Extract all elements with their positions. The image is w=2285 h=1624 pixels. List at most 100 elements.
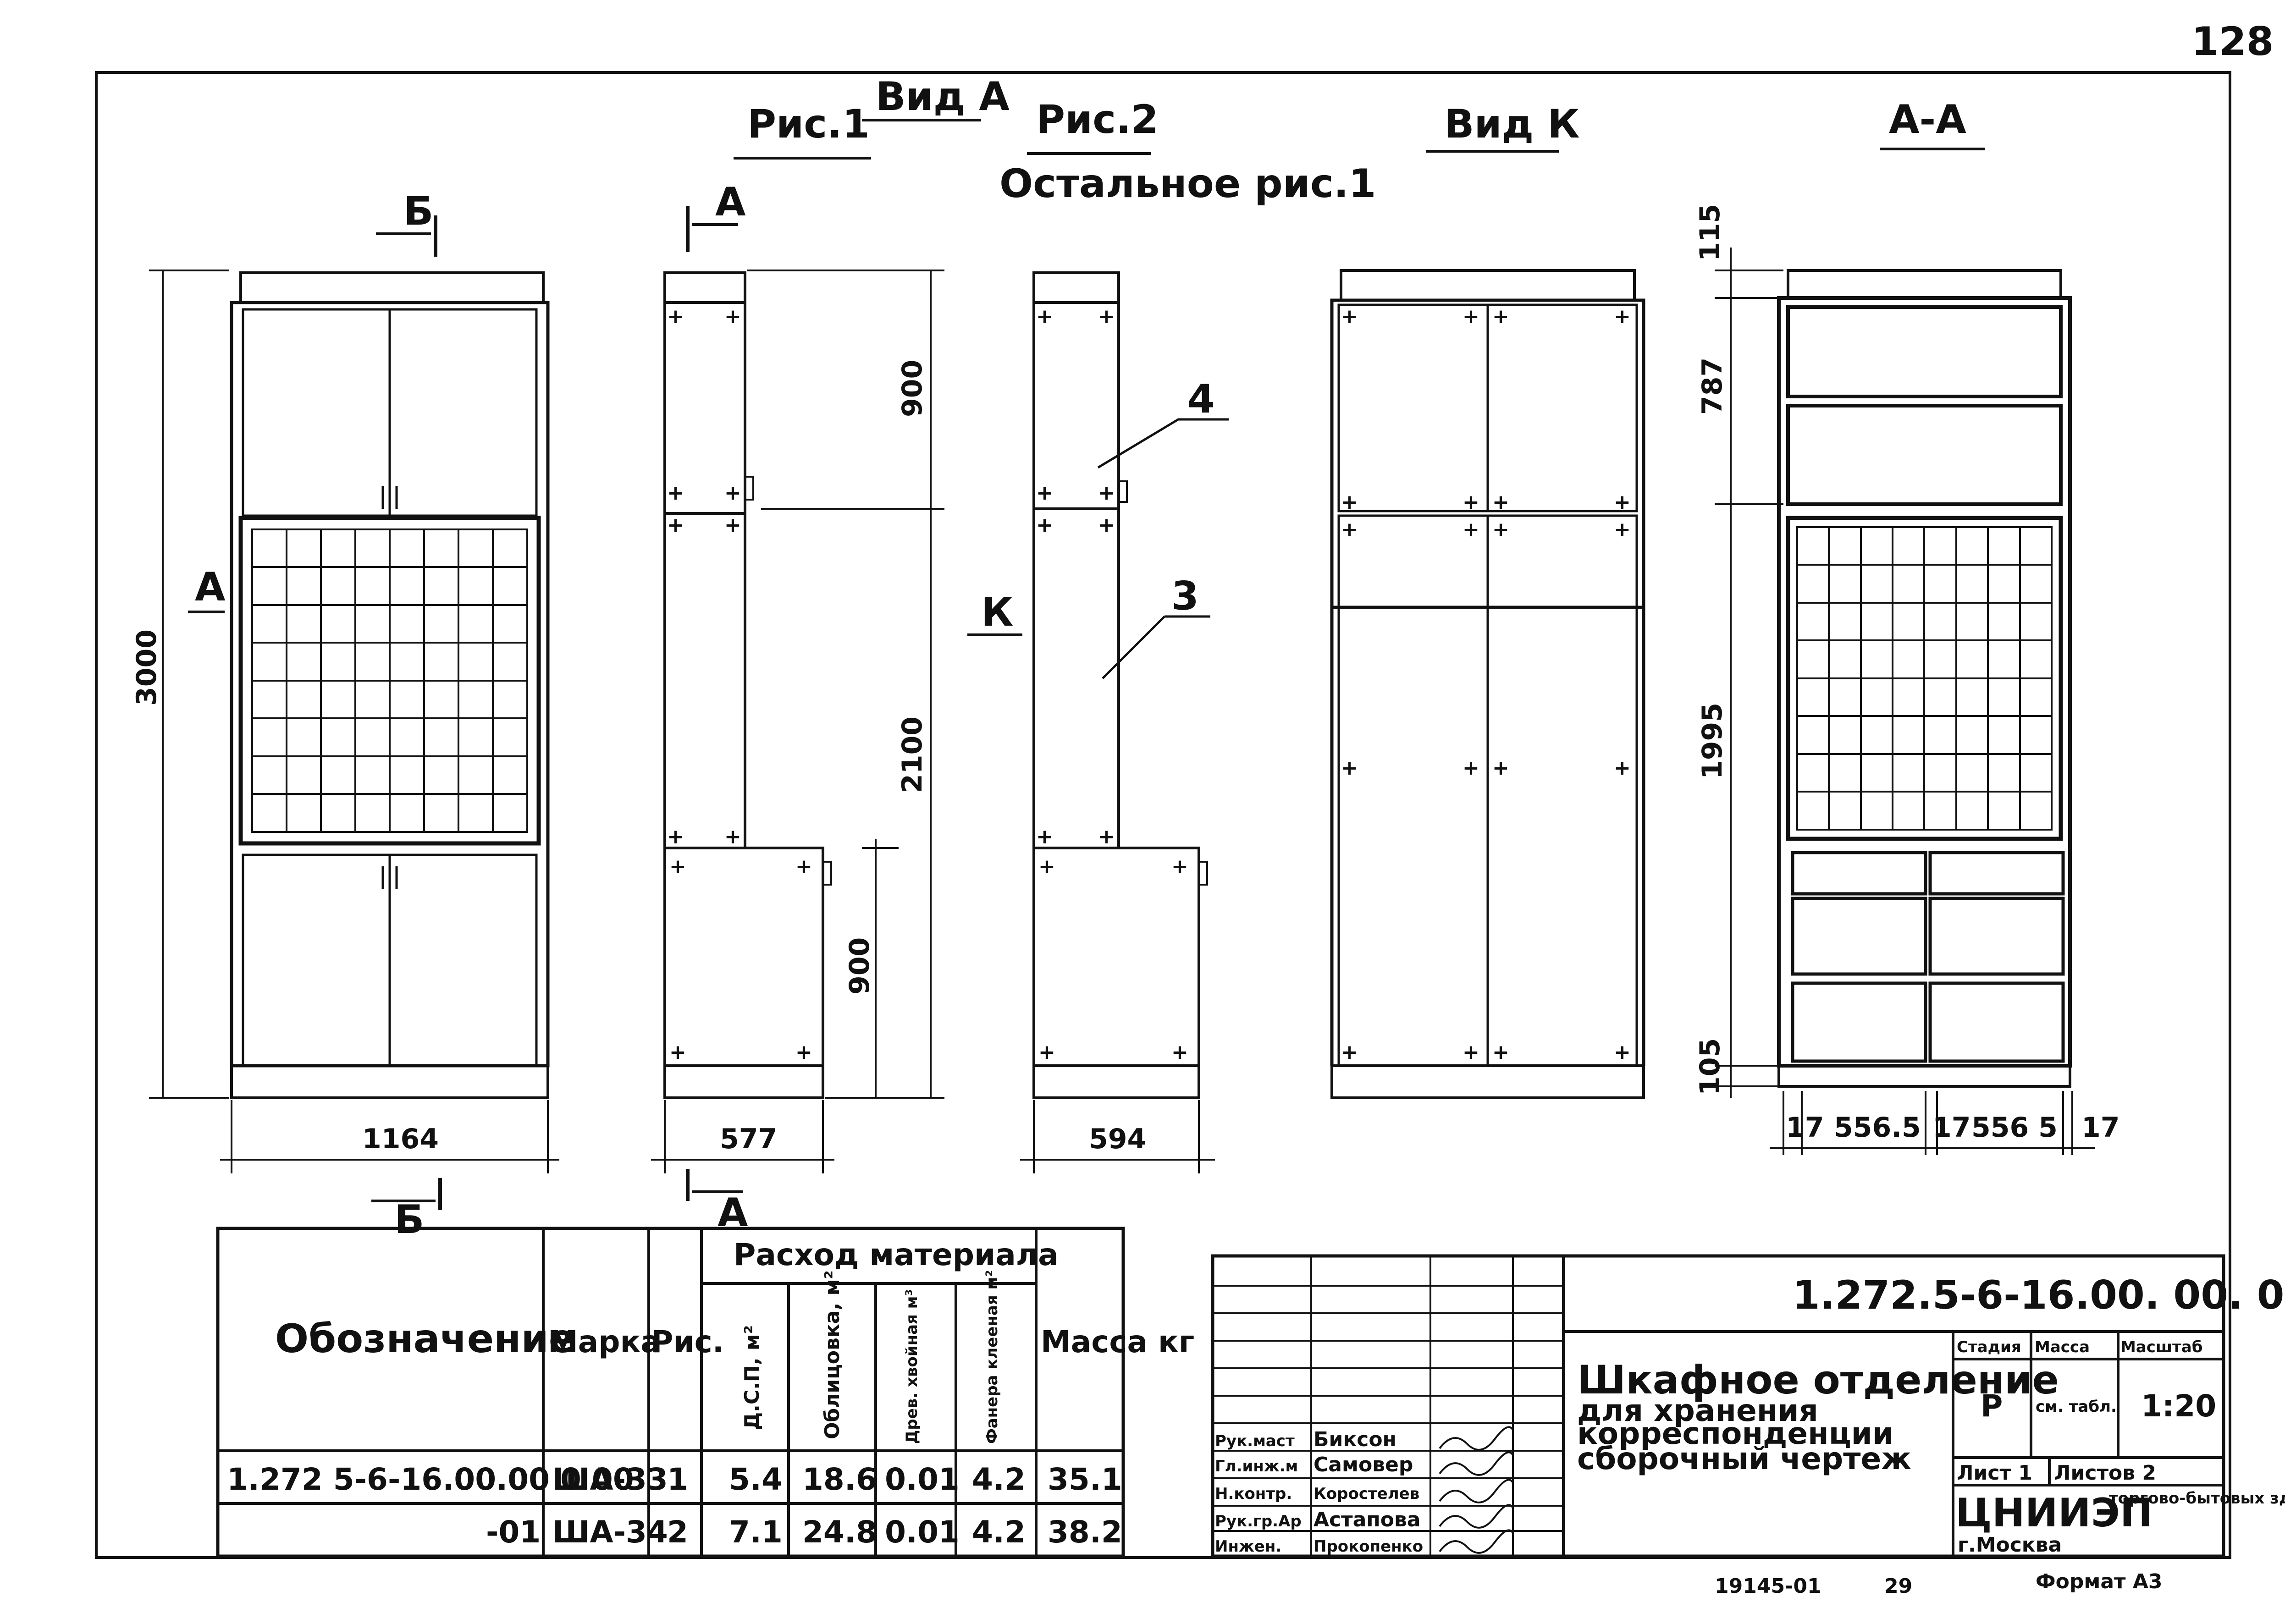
svg-text:+: + bbox=[667, 513, 684, 537]
side2-plinth bbox=[1032, 1064, 1200, 1099]
svg-text:+: + bbox=[1036, 513, 1053, 537]
dim-787: 787 bbox=[1696, 358, 1728, 415]
th-dsp: Д.С.П, м² bbox=[740, 1325, 764, 1430]
org-sub: торгово-бытовых зданий и туристских комп… bbox=[2109, 1489, 2285, 1508]
dim-total-height: 3000 bbox=[131, 629, 163, 706]
stage-header: Стадия bbox=[1957, 1338, 2021, 1356]
dim-1995: 1995 bbox=[1696, 703, 1728, 779]
view-title-vid-k: Вид К bbox=[1444, 101, 1580, 147]
aa-drawer-4 bbox=[1928, 897, 2065, 976]
title-line-3: корреспонденции bbox=[1577, 1416, 1893, 1451]
svg-text:+: + bbox=[1492, 756, 1509, 780]
svg-text:+: + bbox=[1463, 518, 1479, 541]
aa-top-cornice bbox=[1787, 269, 2062, 299]
sheet-number: Лист 1 bbox=[1957, 1461, 2032, 1485]
side1-middle bbox=[663, 512, 746, 849]
callout-3: 3 bbox=[1171, 573, 1199, 619]
aa-pigeonhole-hlines bbox=[1797, 564, 2052, 793]
cut-b-top-label: Б bbox=[403, 188, 434, 234]
svg-text:+: + bbox=[1036, 305, 1053, 328]
aa-shelf-1 bbox=[1786, 305, 2063, 398]
row1-oblits: 18.6 bbox=[802, 1462, 877, 1497]
svg-text:+: + bbox=[1614, 1040, 1631, 1064]
aa-plinth bbox=[1777, 1064, 2071, 1088]
row1-designation: 1.272 5-6-16.00.00 0 00 bbox=[227, 1462, 634, 1497]
view-title-ris1: Рис.1 bbox=[747, 101, 870, 147]
svg-text:+: + bbox=[667, 825, 684, 848]
side1-fastener-marks: + bbox=[667, 305, 684, 328]
svg-text:+: + bbox=[1492, 518, 1509, 541]
mass-header: Масса bbox=[2035, 1338, 2090, 1356]
svg-text:+: + bbox=[1614, 756, 1631, 780]
aa-drawer-5 bbox=[1791, 981, 1927, 1063]
title-line-4: сборочный чертеж bbox=[1577, 1441, 1911, 1476]
doc-code: 1.272.5-6-16.00. 00. 00 СБ bbox=[1793, 1272, 2285, 1318]
svg-text:+: + bbox=[667, 481, 684, 505]
org-city: г.Москва bbox=[1958, 1533, 2062, 1557]
view-k: ++ ++ ++ ++ ++ ++ ++ ++ ++ ++ bbox=[1330, 269, 1645, 1099]
callout-4-leader bbox=[1097, 418, 1179, 469]
side1-plinth bbox=[663, 1064, 824, 1099]
staff-name-4: Астапова bbox=[1314, 1508, 1421, 1531]
svg-text:+: + bbox=[795, 855, 812, 878]
callout-4: 4 bbox=[1187, 376, 1215, 422]
svg-text:+: + bbox=[1614, 305, 1631, 328]
sheet-format: Формат А3 bbox=[2036, 1570, 2163, 1593]
th-oblits: Облицовка, м² bbox=[821, 1270, 844, 1439]
svg-text:+: + bbox=[1341, 756, 1358, 780]
row2-mark: ША-34 bbox=[552, 1514, 668, 1550]
svg-text:+: + bbox=[669, 855, 686, 878]
aa-drawer-2 bbox=[1928, 851, 2065, 896]
svg-text:+: + bbox=[1341, 1040, 1358, 1064]
svg-text:+: + bbox=[1463, 305, 1479, 328]
side1-lower-handle bbox=[822, 861, 832, 886]
svg-text:+: + bbox=[1341, 305, 1358, 328]
svg-text:+: + bbox=[1036, 825, 1053, 848]
row1-wood: 0.01 bbox=[885, 1462, 960, 1497]
th-designation: Обозначение bbox=[275, 1316, 575, 1362]
front-pigeonhole-hlines bbox=[252, 566, 527, 795]
dim-17-b: 17 bbox=[1932, 1112, 1971, 1144]
view-note-ris2: Остальное рис.1 bbox=[999, 161, 1376, 207]
dim-556-a: 556.5 bbox=[1834, 1112, 1921, 1144]
row1-plywood: 4.2 bbox=[972, 1462, 1026, 1497]
th-mark: Марка bbox=[548, 1324, 661, 1360]
materials-table: Обозначение Марка Рис. Расход материала … bbox=[216, 1227, 1194, 1558]
staff-name-5: Прокопенко bbox=[1314, 1537, 1423, 1556]
svg-text:+: + bbox=[1098, 305, 1115, 328]
svg-text:+: + bbox=[1171, 1040, 1188, 1064]
view-title-vid-a: Вид А bbox=[876, 74, 1010, 120]
svg-text:+: + bbox=[724, 305, 741, 328]
aa-drawer-3 bbox=[1791, 897, 1927, 976]
row2-oblits: 24.8 bbox=[802, 1514, 877, 1550]
title-line-2: для хранения bbox=[1577, 1393, 1818, 1428]
sheets-total: Листов 2 bbox=[2054, 1461, 2156, 1485]
svg-text:+: + bbox=[1614, 518, 1631, 541]
title-line-1: Шкафное отделение bbox=[1577, 1357, 2059, 1403]
svg-text:+: + bbox=[1492, 1040, 1509, 1064]
staff-role-5: Инжен. bbox=[1215, 1537, 1281, 1556]
vk-plinth bbox=[1330, 1064, 1645, 1099]
front-view: Б Б А 3000 1164 bbox=[131, 188, 559, 1243]
view-arrow-a-label: А bbox=[195, 564, 226, 610]
stage-value: Р bbox=[1981, 1388, 2003, 1424]
title-block: Рук.маст Биксон Гл.инж.м Самовер Н.контр… bbox=[1211, 1254, 2285, 1593]
dim-556-b: 556 5 bbox=[1971, 1112, 2058, 1144]
row2-designation: -01 bbox=[486, 1514, 541, 1550]
svg-text:+: + bbox=[1341, 490, 1358, 514]
org-name: ЦНИИЭП bbox=[1955, 1490, 2153, 1536]
dim-middle-height: 2100 bbox=[896, 716, 928, 793]
svg-text:+: + bbox=[1098, 825, 1115, 848]
svg-text:+: + bbox=[1614, 490, 1631, 514]
aa-pigeonhole-frame bbox=[1786, 516, 2063, 841]
view-title-section-aa: А-А bbox=[1889, 97, 1966, 143]
th-mass: Масса кг bbox=[1041, 1324, 1194, 1360]
th-fig: Рис. bbox=[651, 1324, 724, 1360]
row1-fig: 1 bbox=[667, 1462, 688, 1497]
th-wood: Древ. хвойная м³ bbox=[903, 1289, 921, 1444]
staff-name-2: Самовер bbox=[1314, 1453, 1413, 1476]
svg-text:+: + bbox=[1038, 1040, 1055, 1064]
front-plinth bbox=[230, 1064, 549, 1099]
side-view-ris2: ++ ++ ++ ++ ++ ++ 4 3 К 594 bbox=[967, 271, 1229, 1173]
side-view-ris1: + + ++ ++ ++ ++ ++ А А 900 2100 900 577 bbox=[651, 179, 944, 1236]
